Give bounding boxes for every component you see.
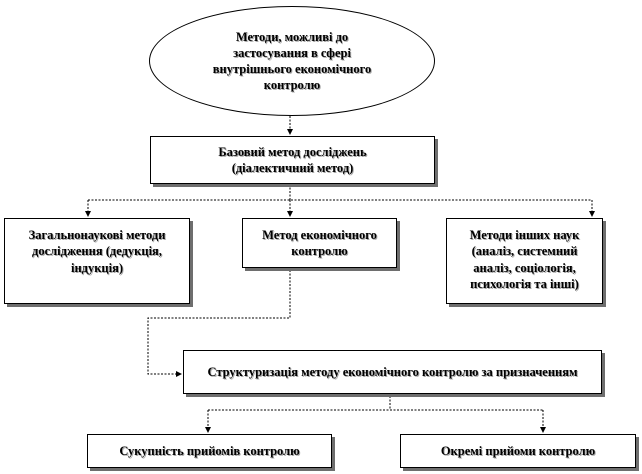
node-general-label: Загальнонаукові методи дослідження (деду… (28, 228, 166, 275)
node-base-subtitle: (діалектичний метод) (231, 161, 354, 175)
node-set-of-techniques: Сукупність прийомів контролю (87, 434, 332, 468)
node-struct-label: Структуризація методу економічного контр… (207, 364, 578, 379)
node-other-sciences: Методи інших наук (аналіз, системний ана… (446, 218, 603, 304)
node-structurization: Структуризація методу економічного контр… (183, 350, 602, 394)
node-econ-control-method: Метод економічного контролю (242, 218, 397, 268)
node-root: Методи, можливі до застосування в сфері … (149, 6, 435, 116)
edge-econ-struct (147, 270, 291, 377)
node-econ-label: Метод економічного контролю (262, 228, 377, 259)
node-separate-techniques: Окремі прийоми контролю (400, 434, 636, 468)
node-separate-label: Окремі прийоми контролю (440, 443, 596, 458)
node-other-label: Методи інших наук (аналіз, системний ана… (469, 228, 580, 291)
node-general-methods: Загальнонаукові методи дослідження (деду… (4, 218, 190, 304)
node-root-label: Методи, можливі до застосування в сфері … (212, 29, 372, 93)
node-set-label: Сукупність прийомів контролю (119, 443, 300, 458)
node-base-method: Базовий метод досліджень (діалектичний м… (150, 136, 435, 184)
node-base-title: Базовий метод досліджень (218, 144, 367, 159)
